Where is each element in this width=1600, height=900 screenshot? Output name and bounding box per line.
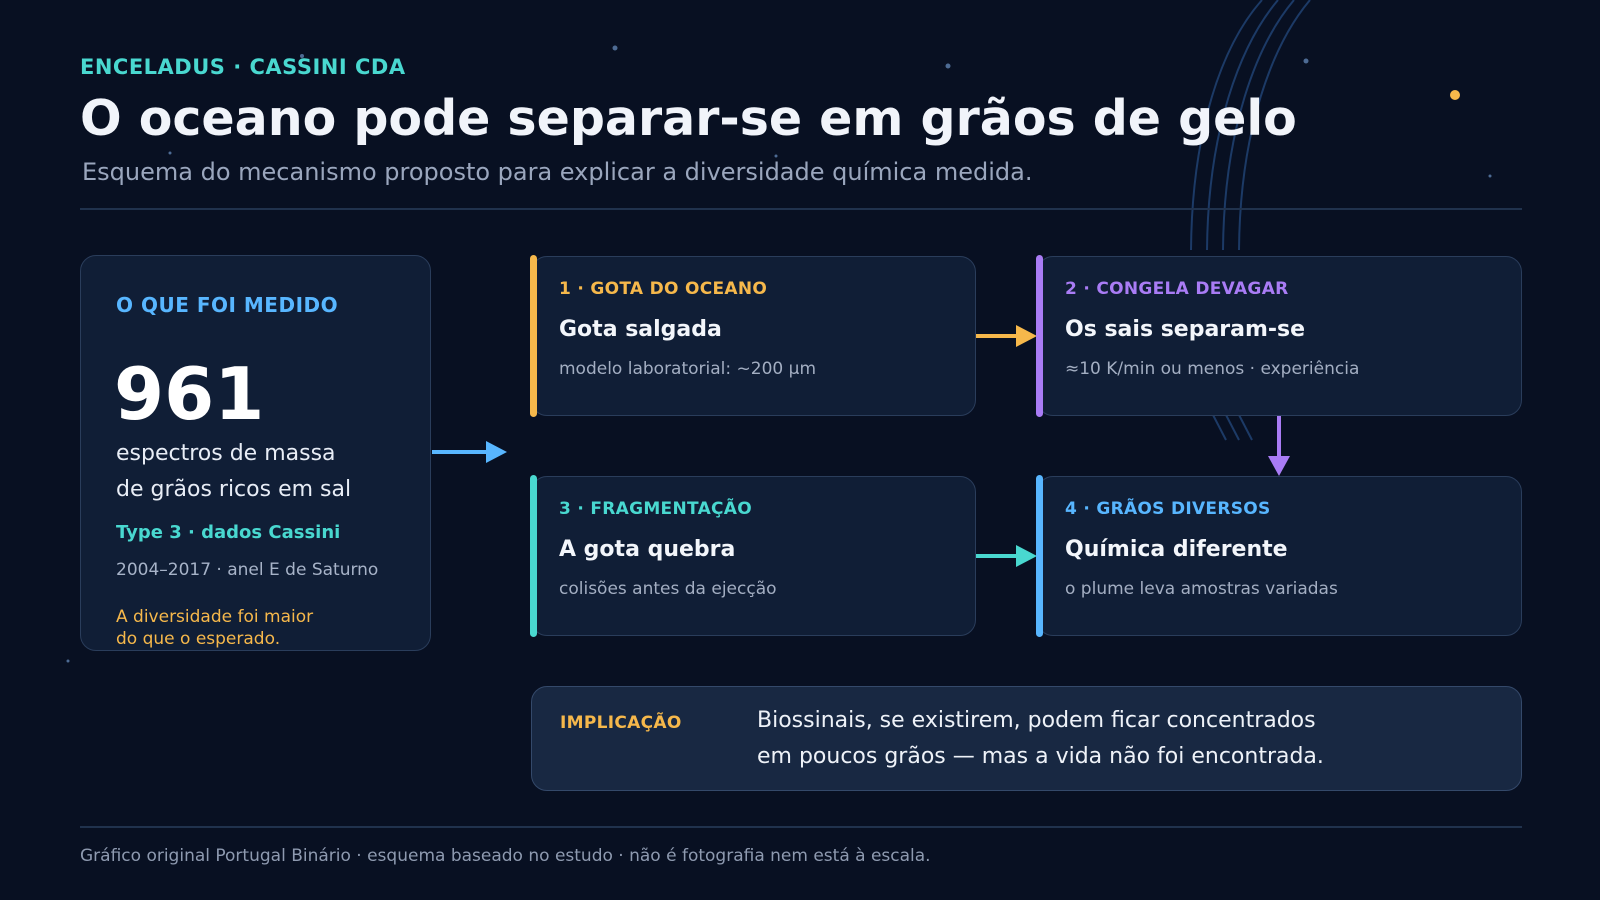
measured-note-line: A diversidade foi maior bbox=[116, 607, 314, 627]
step-card-1: 1 · GOTA DO OCEANO Gota salgada modelo l… bbox=[530, 255, 976, 417]
spectra-count: 961 bbox=[114, 352, 265, 436]
orange-star bbox=[1450, 90, 1460, 100]
step-title: A gota quebra bbox=[559, 537, 736, 562]
spectra-description-line: de grãos ricos em sal bbox=[116, 477, 352, 502]
implication-line: Biossinais, se existirem, podem ficar co… bbox=[757, 708, 1316, 733]
measured-note: A diversidade foi maior do que o esperad… bbox=[116, 606, 313, 650]
header-divider bbox=[80, 208, 1522, 210]
spectra-description-line: espectros de massa bbox=[116, 441, 336, 466]
footer-credit: Gráfico original Portugal Binário · esqu… bbox=[80, 846, 931, 866]
measured-note-line: do que o esperado. bbox=[116, 629, 281, 649]
step-card-4: 4 · GRÃOS DIVERSOS Química diferente o p… bbox=[1036, 475, 1522, 637]
step-title: Química diferente bbox=[1065, 537, 1288, 562]
step-label: 1 · GOTA DO OCEANO bbox=[559, 279, 768, 299]
step-label: 2 · CONGELA DEVAGAR bbox=[1065, 279, 1289, 299]
arrow-step1-to-step2 bbox=[976, 325, 1037, 347]
implication-box: IMPLICAÇÃO Biossinais, se existirem, pod… bbox=[531, 686, 1522, 791]
measured-title: O QUE FOI MEDIDO bbox=[116, 293, 339, 317]
step-subtitle: ≈10 K/min ou menos · experiência bbox=[1065, 359, 1360, 379]
implication-label: IMPLICAÇÃO bbox=[560, 713, 682, 733]
step-subtitle: modelo laboratorial: ~200 µm bbox=[559, 359, 817, 379]
step-label: 4 · GRÃOS DIVERSOS bbox=[1065, 499, 1271, 519]
page-subtitle: Esquema do mecanismo proposto para expli… bbox=[82, 158, 1033, 186]
step-card-3: 3 · FRAGMENTAÇÃO A gota quebra colisões … bbox=[530, 475, 976, 637]
step-accent-bar bbox=[1036, 255, 1043, 417]
step-card-2: 2 · CONGELA DEVAGAR Os sais separam-se ≈… bbox=[1036, 255, 1522, 417]
kicker-label: ENCELADUS · CASSINI CDA bbox=[80, 55, 406, 79]
arrow-step2-to-step4 bbox=[1268, 415, 1290, 476]
planet-ring-lower-strokes bbox=[1211, 412, 1253, 441]
step-title: Gota salgada bbox=[559, 317, 722, 342]
step-subtitle: o plume leva amostras variadas bbox=[1065, 579, 1338, 599]
step-accent-bar bbox=[1036, 475, 1043, 637]
step-subtitle: colisões antes da ejecção bbox=[559, 579, 777, 599]
page-title: O oceano pode separar-se em grãos de gel… bbox=[80, 90, 1297, 147]
data-period: 2004–2017 · anel E de Saturno bbox=[116, 560, 379, 580]
arrow-measured-to-steps bbox=[432, 441, 507, 463]
implication-text: Biossinais, se existirem, podem ficar co… bbox=[757, 703, 1324, 775]
step-label: 3 · FRAGMENTAÇÃO bbox=[559, 499, 753, 519]
step-accent-bar bbox=[530, 255, 537, 417]
data-type-label: Type 3 · dados Cassini bbox=[116, 522, 341, 543]
arrow-step3-to-step4 bbox=[976, 545, 1037, 567]
footer-divider bbox=[80, 826, 1522, 828]
step-title: Os sais separam-se bbox=[1065, 317, 1306, 342]
step-accent-bar bbox=[530, 475, 537, 637]
spectra-description: espectros de massa de grãos ricos em sal bbox=[116, 436, 351, 508]
implication-line: em poucos grãos — mas a vida não foi enc… bbox=[757, 744, 1324, 769]
measured-panel: O QUE FOI MEDIDO 961 espectros de massa … bbox=[80, 255, 431, 651]
